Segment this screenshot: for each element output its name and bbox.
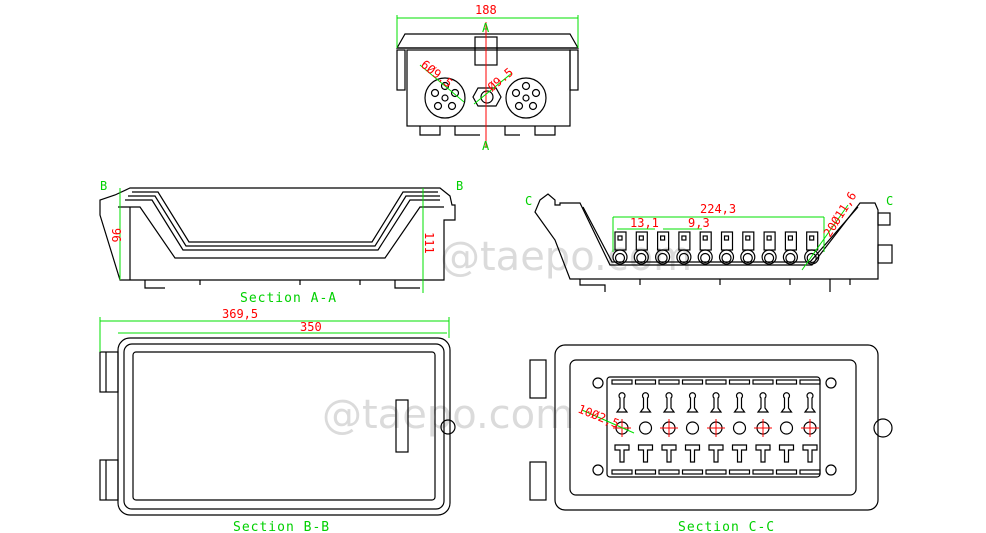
cut-label-c-right: C: [886, 194, 893, 208]
port-circles-right: [511, 81, 541, 111]
cut-label-b-right: B: [456, 179, 463, 193]
dim-slot: 9,3: [688, 216, 710, 230]
dim-port-group: 6Ø9.5: [418, 57, 455, 90]
slot-bar: [705, 379, 727, 385]
t-slot: [661, 444, 677, 463]
hole: [779, 421, 794, 435]
t-slot: [731, 444, 748, 463]
cut-label-b-left: B: [100, 179, 107, 193]
watermark: @taepo.com: [440, 234, 692, 280]
section-b-b: 369,5 350 Section B-B: [99, 307, 456, 533]
keyhole: [803, 392, 817, 413]
keyhole: [709, 392, 723, 413]
fiber-slot: [633, 231, 649, 265]
hole: [638, 421, 653, 435]
keyhole: [639, 392, 652, 413]
slot-bar: [752, 379, 774, 385]
t-slot: [614, 444, 630, 463]
fiber-slots: [612, 231, 820, 265]
cut-label-a-top: A: [482, 21, 490, 35]
slot-bar: [681, 379, 704, 385]
keyhole: [686, 392, 699, 413]
dim-width: 188: [475, 3, 497, 17]
dim-height-left: 96: [109, 228, 123, 242]
t-slot: [708, 444, 724, 463]
fiber-slot: [718, 231, 735, 265]
slot-bar: [658, 379, 680, 385]
fiber-slot: [804, 231, 820, 265]
keyhole: [615, 392, 629, 413]
dim-pitch: 13,1: [630, 216, 659, 230]
watermark: @taepo.com: [322, 392, 574, 438]
top-view: 188 A A 6Ø9.5 Ø9.5: [395, 3, 580, 153]
dim-holes: 10Ø2,5: [576, 402, 621, 431]
section-a-a: B B 96 111 Section A-A: [99, 179, 463, 306]
t-slot: [755, 444, 771, 463]
fiber-slot: [761, 231, 777, 265]
keyhole: [780, 392, 793, 413]
fiber-slot: [676, 231, 692, 265]
slot-bar: [799, 469, 821, 475]
section-c-title: Section C-C: [678, 520, 775, 533]
hole: [685, 421, 700, 435]
slot-bar: [611, 379, 633, 385]
dim-span: 224,3: [700, 202, 736, 216]
slot-bar: [775, 469, 798, 475]
slot-bar: [752, 469, 774, 475]
keyhole: [733, 392, 746, 413]
slot-bar: [799, 379, 821, 385]
slot-bar: [634, 469, 657, 475]
dim-ports: 20Ø11,6: [821, 189, 860, 239]
cut-label-a-bottom: A: [482, 139, 490, 153]
slot-bar: [728, 469, 751, 475]
dim-center-port: Ø9.5: [485, 65, 516, 94]
slot-bar: [611, 469, 633, 475]
keyhole-grid: [611, 379, 821, 475]
slot-bar: [775, 379, 798, 385]
fiber-slot: [612, 231, 628, 265]
t-slot: [778, 444, 795, 463]
fiber-slot: [697, 231, 713, 265]
slot-bar: [658, 469, 680, 475]
slot-bar: [728, 379, 751, 385]
fiber-slot: [740, 231, 756, 265]
section-c-c: 10Ø2,5 Section C-C: [529, 344, 893, 533]
keyhole: [662, 392, 676, 413]
dim-inner-width: 350: [300, 320, 322, 334]
port-circles-left: [430, 81, 460, 111]
dim-height-right: 111: [422, 232, 436, 254]
slot-bar: [705, 469, 727, 475]
t-slot: [684, 444, 701, 463]
t-slot: [802, 444, 818, 463]
slot-bar: [634, 379, 657, 385]
dim-outer-width: 369,5: [222, 307, 258, 321]
slot-bar: [681, 469, 704, 475]
hole: [732, 421, 747, 435]
keyhole: [756, 392, 770, 413]
section-b-title: Section B-B: [233, 520, 330, 533]
section-a-title: Section A-A: [240, 291, 337, 306]
cut-label-c-left: C: [525, 194, 532, 208]
fiber-slot: [654, 231, 671, 265]
t-slot: [637, 444, 654, 463]
fiber-slot: [782, 231, 799, 265]
